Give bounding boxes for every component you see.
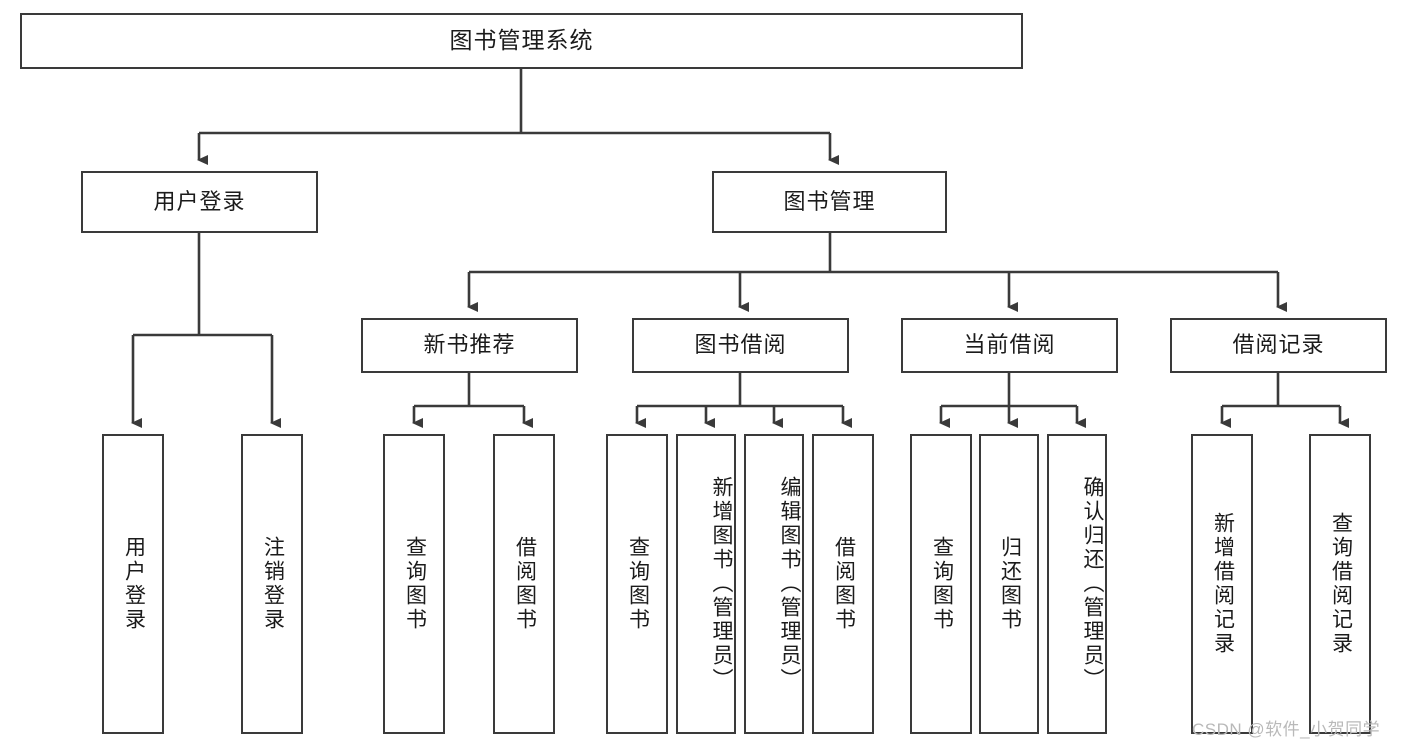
node-new-book-recommend[interactable]: 新书推荐	[361, 318, 578, 373]
node-current-borrow[interactable]: 当前借阅	[901, 318, 1118, 373]
leaf-borrow-book[interactable]: 借阅图书	[812, 434, 874, 734]
node-borrow-records[interactable]: 借阅记录	[1170, 318, 1387, 373]
leaf-user-login[interactable]: 用户登录	[102, 434, 164, 734]
leaf-return-book[interactable]: 归还图书	[979, 434, 1039, 734]
leaf-query-borrow-record[interactable]: 查询借阅记录	[1309, 434, 1371, 734]
leaf-logout[interactable]: 注销登录	[241, 434, 303, 734]
node-book-management-system[interactable]: 图书管理系统	[20, 13, 1023, 69]
leaf-confirm-return-admin[interactable]: 确认归还（管理员）	[1047, 434, 1107, 734]
leaf-query-book-newbook[interactable]: 查询图书	[383, 434, 445, 734]
leaf-add-book-admin[interactable]: 新增图书（管理员）	[676, 434, 736, 734]
node-user-login[interactable]: 用户登录	[81, 171, 318, 233]
leaf-add-borrow-record[interactable]: 新增借阅记录	[1191, 434, 1253, 734]
leaf-query-book-current[interactable]: 查询图书	[910, 434, 972, 734]
leaf-query-book-borrow[interactable]: 查询图书	[606, 434, 668, 734]
leaf-borrow-book-newbook[interactable]: 借阅图书	[493, 434, 555, 734]
csdn-watermark: CSDN @软件_小贺同学	[1192, 720, 1381, 739]
node-book-borrow[interactable]: 图书借阅	[632, 318, 849, 373]
node-book-management[interactable]: 图书管理	[712, 171, 947, 233]
leaf-edit-book-admin[interactable]: 编辑图书（管理员）	[744, 434, 804, 734]
